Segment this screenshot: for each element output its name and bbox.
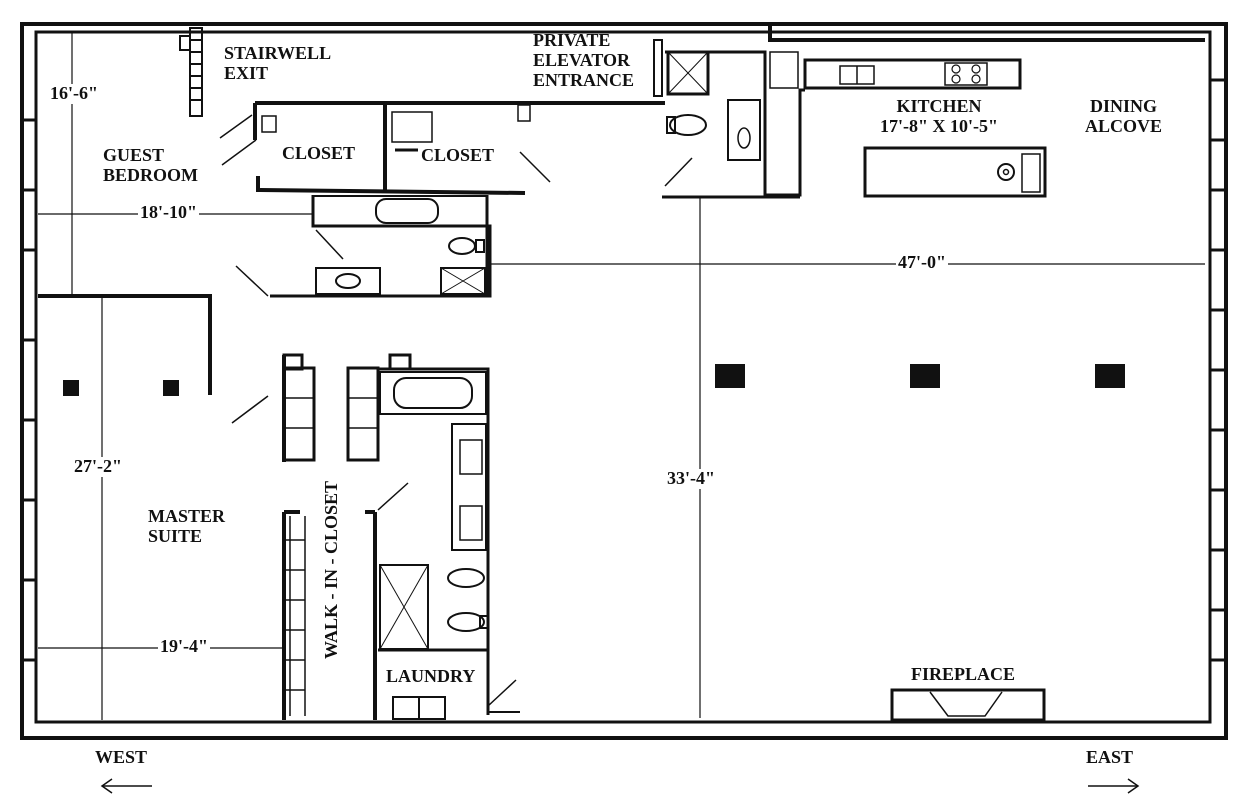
dimension-main-width: 47'-0" bbox=[896, 252, 948, 273]
closet-details bbox=[219, 104, 551, 183]
inner-wall-line bbox=[34, 30, 1212, 724]
label-line: BEDROOM bbox=[103, 164, 199, 185]
columns bbox=[63, 364, 1125, 396]
label-line: 17'-8" X 10'-5" bbox=[880, 115, 998, 136]
dining-alcove-label: DINING ALCOVE bbox=[1085, 96, 1163, 137]
elevator-block bbox=[653, 39, 805, 199]
dimension-guest-depth: 16'-6" bbox=[48, 83, 100, 104]
label-line: MASTER bbox=[148, 506, 226, 526]
fireplace-hearth bbox=[890, 688, 1046, 722]
dimension-master-depth: 27'-2" bbox=[72, 456, 124, 477]
guest-bedroom-label: GUEST BEDROOM bbox=[103, 145, 199, 186]
kitchen-fixtures bbox=[803, 58, 1047, 198]
column bbox=[910, 364, 940, 388]
outer-walls bbox=[20, 22, 1228, 740]
stairwell bbox=[179, 27, 203, 117]
label-line: KITCHEN bbox=[896, 96, 982, 116]
master-closet-shelves bbox=[231, 353, 412, 716]
kitchen-label: KITCHEN 17'-8" X 10'-5" bbox=[880, 96, 998, 137]
dimension-main-depth: 33'-4" bbox=[665, 468, 717, 489]
east-label: EAST bbox=[1086, 747, 1134, 767]
closet-label: CLOSET bbox=[421, 145, 495, 165]
closet-walls bbox=[253, 101, 665, 195]
master-bath bbox=[378, 367, 490, 652]
label-line: SUITE bbox=[148, 525, 203, 546]
dimension-guest-width: 18'-10" bbox=[138, 202, 199, 223]
column bbox=[63, 380, 79, 396]
closet-label: CLOSET bbox=[282, 143, 356, 163]
label-line: EXIT bbox=[224, 62, 269, 83]
column bbox=[715, 364, 745, 388]
dimension-lines bbox=[38, 32, 1205, 720]
east-windows bbox=[1210, 78, 1224, 662]
laundry-label: LAUNDRY bbox=[386, 666, 476, 686]
master-suite-label: MASTER SUITE bbox=[148, 506, 226, 547]
stairwell-exit-label: STAIRWELL EXIT bbox=[224, 43, 332, 84]
column bbox=[1095, 364, 1125, 388]
column bbox=[163, 380, 179, 396]
north-wall-step bbox=[768, 24, 1205, 42]
outer-wall bbox=[20, 22, 1228, 740]
label-line: GUEST bbox=[103, 145, 165, 165]
label-line: DINING bbox=[1090, 96, 1158, 116]
dimension-master-width: 19'-4" bbox=[158, 636, 210, 657]
private-elevator-entrance-label: PRIVATE ELEVATOR ENTRANCE bbox=[533, 30, 635, 90]
fireplace-label: FIREPLACE bbox=[911, 664, 1016, 684]
label-line: ELEVATOR bbox=[533, 49, 631, 70]
west-windows bbox=[24, 118, 36, 662]
label-line: ALCOVE bbox=[1085, 115, 1163, 136]
label-line: STAIRWELL bbox=[224, 43, 332, 63]
west-label: WEST bbox=[95, 747, 148, 767]
guest-bath bbox=[235, 195, 492, 298]
compass-arrows bbox=[100, 778, 1140, 794]
laundry-fixtures bbox=[378, 648, 520, 720]
label-line: ENTRANCE bbox=[533, 69, 635, 90]
walk-in-closet-label: WALK - IN - CLOSET bbox=[321, 480, 341, 659]
label-line: PRIVATE bbox=[533, 30, 611, 50]
